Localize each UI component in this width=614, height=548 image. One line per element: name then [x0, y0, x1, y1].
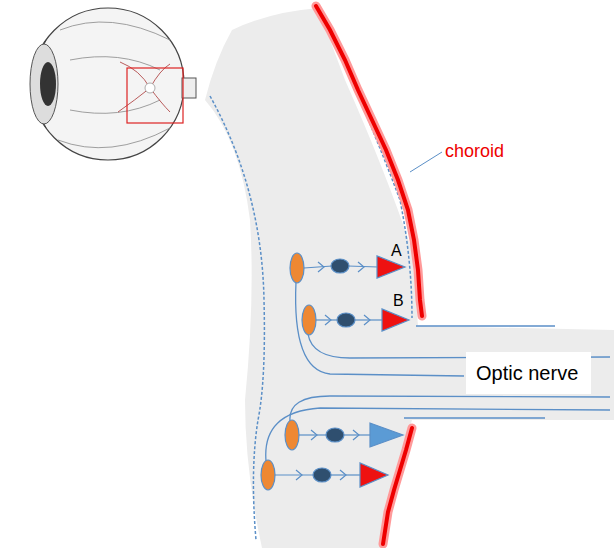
eyeball — [30, 8, 196, 160]
retina-region — [205, 8, 614, 548]
label-box: Optic nerve — [466, 352, 591, 394]
node-text: Optic nerve — [476, 362, 581, 385]
choroid-band — [383, 428, 412, 544]
cell-label: B — [393, 292, 404, 310]
axon — [266, 282, 610, 461]
choroid-band — [316, 6, 422, 316]
cell-label: A — [391, 242, 402, 260]
choroid-label: choroid — [445, 141, 504, 162]
cell-rows — [261, 253, 409, 490]
